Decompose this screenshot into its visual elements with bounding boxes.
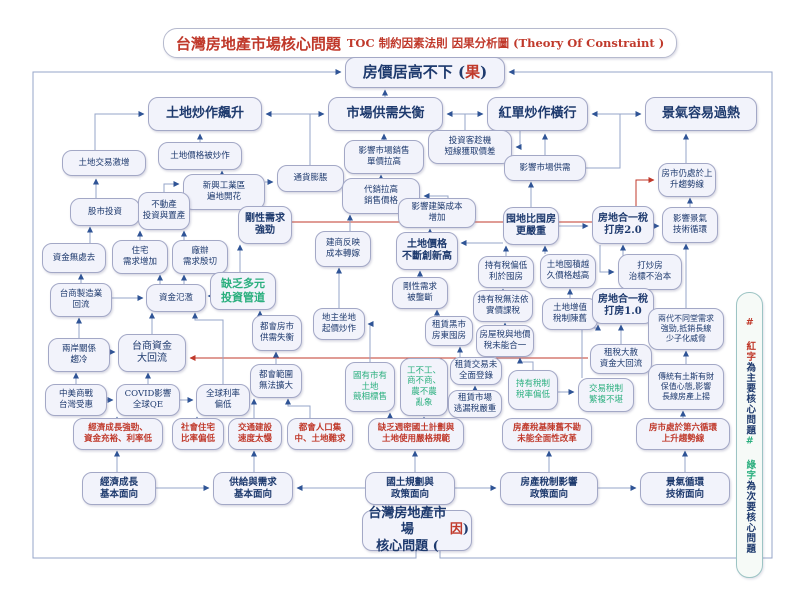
edge-47 (192, 312, 224, 384)
edge-20 (423, 193, 449, 199)
node-build-cost-up: 影響建築成本 增加 (398, 198, 476, 228)
node-investor-spread: 投資客趁機 短線獲取價差 (428, 130, 512, 164)
node-holding-tax-not-actual: 持有稅無法依 實價課稅 (473, 290, 533, 322)
diagram-title: 台灣房地產市場核心問題 TOC 制約因素法則 因果分析圖 (Theory Of … (163, 28, 677, 58)
node-house-land-tax-split: 房屋稅與地價 稅未能合一 (476, 325, 534, 357)
node-rental-unregistered: 租賃交易未 全面登錄 (450, 357, 502, 385)
node-cause: 台灣房地產市場 核心問題 (因) (362, 506, 472, 554)
legend-note: # 紅字為主要核心問題# 綠字為次要核心問題 (736, 292, 763, 578)
node-landlord-raise: 地主坐地 起價炒作 (313, 308, 365, 340)
node-hoard-land: 囤地比囤房 更嚴重 (503, 207, 559, 245)
node-result: 房價居高不下 (果) (345, 57, 505, 88)
node-funds-nowhere: 資金無處去 (42, 243, 106, 273)
node-us-china-war: 中美商戰 台灣受惠 (45, 384, 107, 416)
node-metro-imbalance: 都會房市 供需失衡 (252, 315, 302, 351)
node-land-speculation: 土地炒作飆升 (148, 97, 262, 131)
legend-segment: # 紅字 (744, 316, 756, 362)
node-tax-amnesty: 租稅大赦 資金大回流 (590, 344, 652, 374)
node-tax-1-0: 房地合一稅 打房1.0 (592, 288, 654, 324)
node-re-invest: 不動產 投資與置產 (138, 192, 190, 230)
node-fund-flood: 資金氾濫 (146, 284, 206, 312)
node-tw-fund-return: 台商資金 大回流 (118, 334, 186, 372)
node-tax-aspect: 房產稅制影響 政策面向 (500, 472, 598, 505)
node-lack-invest-channel: 缺乏多元 投資管道 (210, 272, 276, 310)
node-market-imbalance: 市場供需失衡 (328, 97, 443, 131)
node-tax-2-0: 房地合一稅 打房2.0 (592, 206, 654, 244)
node-affect-tech-cycle: 影響景氣 技術循環 (662, 207, 718, 243)
node-tradition-land-wealth: 傳統有土斯有財 保值心態,影響 長線房產上揚 (648, 364, 724, 410)
edge-16 (163, 181, 180, 192)
node-factory-demand: 廠辦 需求殷切 (172, 240, 228, 274)
legend-segment: 為主要核心問題 (744, 361, 756, 436)
node-social-housing-low: 社會住宅 比率偏低 (172, 418, 224, 450)
node-rental-tax-evasion: 租賃市場 逃漏稅嚴重 (448, 390, 502, 418)
edge-51 (285, 398, 311, 418)
node-lack-land-plan: 缺乏週密國土計劃與 土地使用嚴格規範 (368, 418, 464, 450)
node-affect-supply: 影響市場供需 (504, 155, 586, 181)
node-cycle-aspect: 景氣循環 技術面向 (640, 472, 730, 505)
node-rigid-demand: 剛性需求 強勁 (238, 206, 292, 244)
title-main: 台灣房地產市場核心問題 (175, 34, 341, 53)
node-land-price-speculated: 土地價格被炒作 (158, 142, 242, 170)
legend-segment: 為次要核心問題 (744, 480, 756, 554)
edge-3 (265, 111, 311, 165)
node-econ-aspect: 經濟成長 基本面向 (82, 472, 156, 505)
node-housing-demand-up: 住宅 需求增加 (112, 240, 168, 274)
node-metro-cannot-expand: 都會範圍 無法擴大 (250, 364, 302, 398)
node-rigid-monopoly: 剛性需求 被壟斷 (392, 277, 448, 309)
node-rental-black-market: 租賃黑市 房東囤房 (425, 316, 473, 346)
node-builder-pass-cost: 建商反映 成本轉嫁 (315, 231, 371, 267)
node-agent-raise-price: 代銷拉高 銷售價格 (342, 178, 420, 214)
node-covid-qe: COVID影響 全球QE (116, 384, 180, 416)
legend-segment: # 綠字 (744, 435, 756, 480)
edge-1 (32, 69, 417, 559)
node-land-trans-surge: 土地交易激增 (62, 150, 146, 176)
edge-28 (599, 245, 615, 275)
node-public-land-bid: 國有市有 土地 競相標售 (345, 362, 395, 412)
node-result-text: ) (480, 63, 488, 82)
node-result-text: 房價居高不下 ( (362, 63, 466, 82)
node-prop-tax-base-old: 房產稅基陳舊不勘 未能全面性改革 (502, 418, 592, 450)
node-cross-strait-cold: 兩岸關係 趨冷 (48, 338, 110, 372)
node-sixth-cycle: 房市處於第六循環 上升趨勢線 (636, 418, 730, 450)
edge-84 (515, 131, 522, 150)
node-holding-rate-low: 持有稅制 稅率偏低 (508, 370, 558, 410)
node-land-aspect: 國土規劃與 政策面向 (365, 472, 455, 505)
node-overheat: 景氣容易過熱 (645, 97, 757, 131)
edge-67 (517, 357, 534, 370)
node-transport-slow: 交通建設 速度太慢 (228, 418, 282, 450)
node-cause-text: 因 (449, 522, 463, 538)
node-zoning-chaos: 工不工、 商不商、 農不農 亂象 (400, 358, 448, 416)
node-housing-up-trend: 房市仍處於上 升趨勢線 (658, 163, 716, 197)
node-two-generation: 兩代不同堂需求 強勁,抵銷長線 少子化威脅 (648, 308, 724, 350)
node-land-hoard-price: 土地囤積越 久價格越高 (540, 254, 596, 288)
node-stock-invest: 股市投資 (70, 198, 140, 226)
node-superficial-fix: 打炒房 治標不治本 (618, 254, 682, 290)
node-cause-text: 台灣房地產市場 核心問題 ( (368, 506, 447, 554)
node-supply-aspect: 供給與需求 基本面向 (213, 472, 293, 505)
node-affect-unit-price: 影響市場銷售 單價拉高 (344, 140, 424, 174)
node-inflation: 通貨膨脹 (277, 165, 344, 192)
node-tw-manufacturing-return: 台商製造業 回流 (50, 283, 112, 317)
edge-2 (439, 69, 773, 559)
legend-text: # 紅字為主要核心問題# 綠字為次要核心問題 (744, 316, 756, 554)
node-land-value-tax-old: 土地增值 稅制陳舊 (542, 298, 598, 330)
node-trans-tax-complex: 交易稅制 繁複不堪 (578, 378, 634, 412)
node-cause-text: ) (462, 522, 469, 538)
node-metro-population: 都會人口集 中、土地難求 (287, 418, 353, 450)
node-result-text: 果 (465, 63, 481, 82)
node-global-low-rate: 全球利率 偏低 (196, 384, 250, 416)
node-red-slip: 紅單炒作橫行 (487, 97, 588, 131)
title-sub: TOC 制約因素法則 因果分析圖 (Theory Of Constraint ) (346, 36, 665, 50)
node-econ-strong: 經濟成長強勁、 資金充裕、利率低 (73, 418, 163, 450)
node-holding-tax-low: 持有稅偏低 利於囤房 (478, 256, 534, 288)
edge-5 (446, 111, 466, 130)
node-land-price-record: 土地價格 不斷創新高 (396, 232, 458, 270)
edge-13 (94, 111, 145, 150)
edge-7 (586, 111, 621, 169)
node-new-industrial: 新興工業區 遍地開花 (183, 174, 265, 210)
edge-85 (367, 321, 374, 362)
